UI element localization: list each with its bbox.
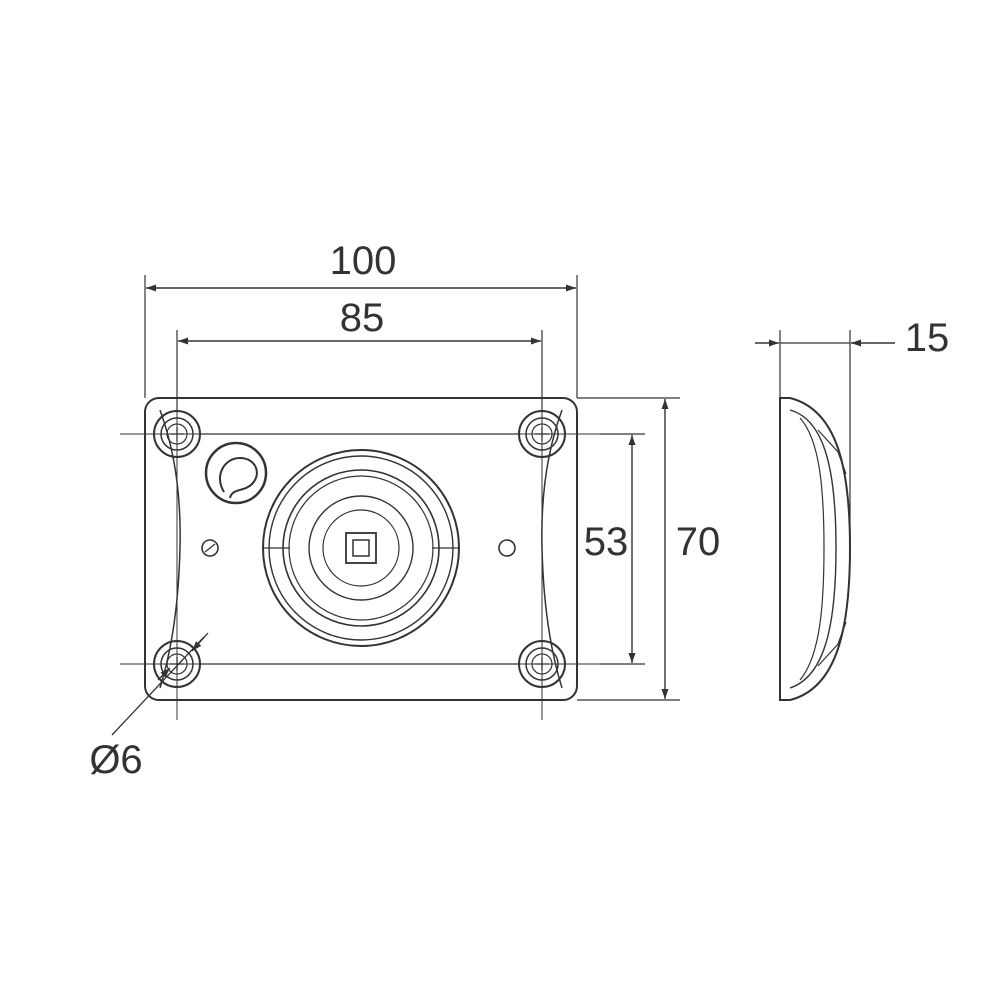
screw-right-icon (498, 539, 516, 557)
dim-label-depth: 15 (905, 316, 950, 360)
diameter-leader (111, 632, 209, 736)
dimension-height-holes: 53 (584, 433, 645, 665)
screw-left-icon (201, 539, 219, 557)
dimension-depth: 15 (755, 316, 949, 548)
dim-label-height-holes: 53 (584, 520, 629, 564)
side-profile-outer (779, 397, 852, 701)
dim-label-hole-diameter: Ø6 (89, 738, 142, 782)
dim-label-width-holes: 85 (340, 296, 385, 340)
front-view (111, 397, 600, 736)
dim-label-height-outer: 70 (676, 520, 721, 564)
side-view (779, 397, 852, 701)
logo-badge-icon (204, 441, 268, 505)
right-bevel (541, 409, 563, 689)
dimension-width-outer: 100 (144, 239, 578, 398)
center-knob (262, 449, 460, 647)
plate-outline (144, 397, 578, 701)
dimension-width-holes: 85 (176, 296, 543, 412)
dim-label-width-outer: 100 (330, 239, 397, 283)
knob-square-icon (345, 532, 377, 564)
dimension-height-outer: 70 (577, 397, 721, 701)
